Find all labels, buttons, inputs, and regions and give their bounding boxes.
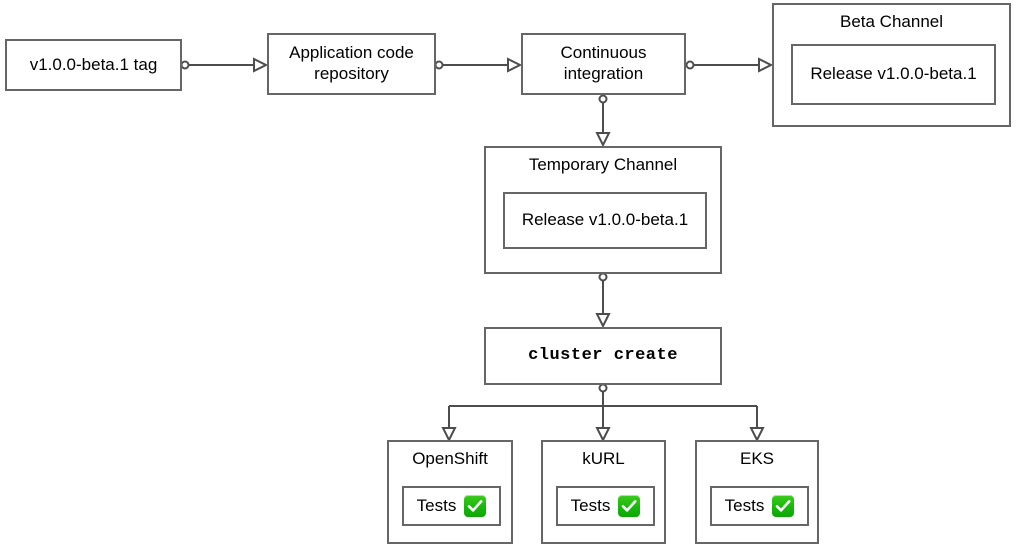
node-beta-channel-release[interactable]: Release v1.0.0-beta.1	[791, 44, 996, 105]
node-eks[interactable]: EKS Tests	[695, 440, 819, 544]
node-continuous-integration-label: Continuous integration	[560, 43, 647, 83]
edge-ci-to-beta-channel	[685, 57, 774, 73]
node-eks-tests-label: Tests	[724, 495, 765, 515]
node-eks-tests[interactable]: Tests	[710, 486, 809, 526]
node-application-code-repository[interactable]: Application code repository	[267, 33, 436, 95]
node-temporary-channel-title: Temporary Channel	[528, 155, 678, 174]
node-kurl-tests-label: Tests	[570, 495, 611, 515]
node-application-code-repository-label: Application code repository	[289, 43, 414, 83]
node-openshift-title: OpenShift	[412, 449, 488, 468]
node-kurl[interactable]: kURL Tests	[541, 440, 666, 544]
edge-temporary-channel-to-cluster-create	[595, 272, 611, 329]
node-beta-channel-title: Beta Channel	[839, 12, 944, 31]
edge-ci-to-temporary-channel	[595, 94, 611, 148]
node-openshift-tests-label: Tests	[416, 495, 457, 515]
edge-cluster-create-to-targets	[441, 383, 765, 443]
check-mark-button-icon	[618, 495, 641, 517]
node-temporary-channel-release-label: Release v1.0.0-beta.1	[521, 210, 689, 230]
node-version-tag-label: v1.0.0-beta.1 tag	[29, 54, 158, 74]
edge-repo-to-ci	[434, 57, 523, 73]
node-temporary-channel[interactable]: Temporary Channel Release v1.0.0-beta.1	[484, 146, 722, 274]
node-cluster-create[interactable]: cluster create	[484, 327, 722, 385]
node-cluster-create-label: cluster create	[528, 345, 678, 365]
node-continuous-integration[interactable]: Continuous integration	[521, 33, 686, 95]
node-version-tag[interactable]: v1.0.0-beta.1 tag	[5, 39, 182, 91]
node-kurl-title: kURL	[582, 449, 625, 468]
node-eks-title: EKS	[739, 449, 775, 468]
check-mark-button-icon	[464, 495, 487, 517]
check-mark-button-icon	[772, 495, 795, 517]
node-openshift-tests[interactable]: Tests	[402, 486, 501, 526]
node-openshift[interactable]: OpenShift Tests	[387, 440, 513, 544]
node-kurl-tests[interactable]: Tests	[556, 486, 655, 526]
node-beta-channel[interactable]: Beta Channel Release v1.0.0-beta.1	[772, 3, 1011, 127]
node-temporary-channel-release[interactable]: Release v1.0.0-beta.1	[503, 192, 707, 249]
node-beta-channel-release-label: Release v1.0.0-beta.1	[810, 64, 977, 84]
edge-tag-to-repo	[180, 57, 269, 73]
